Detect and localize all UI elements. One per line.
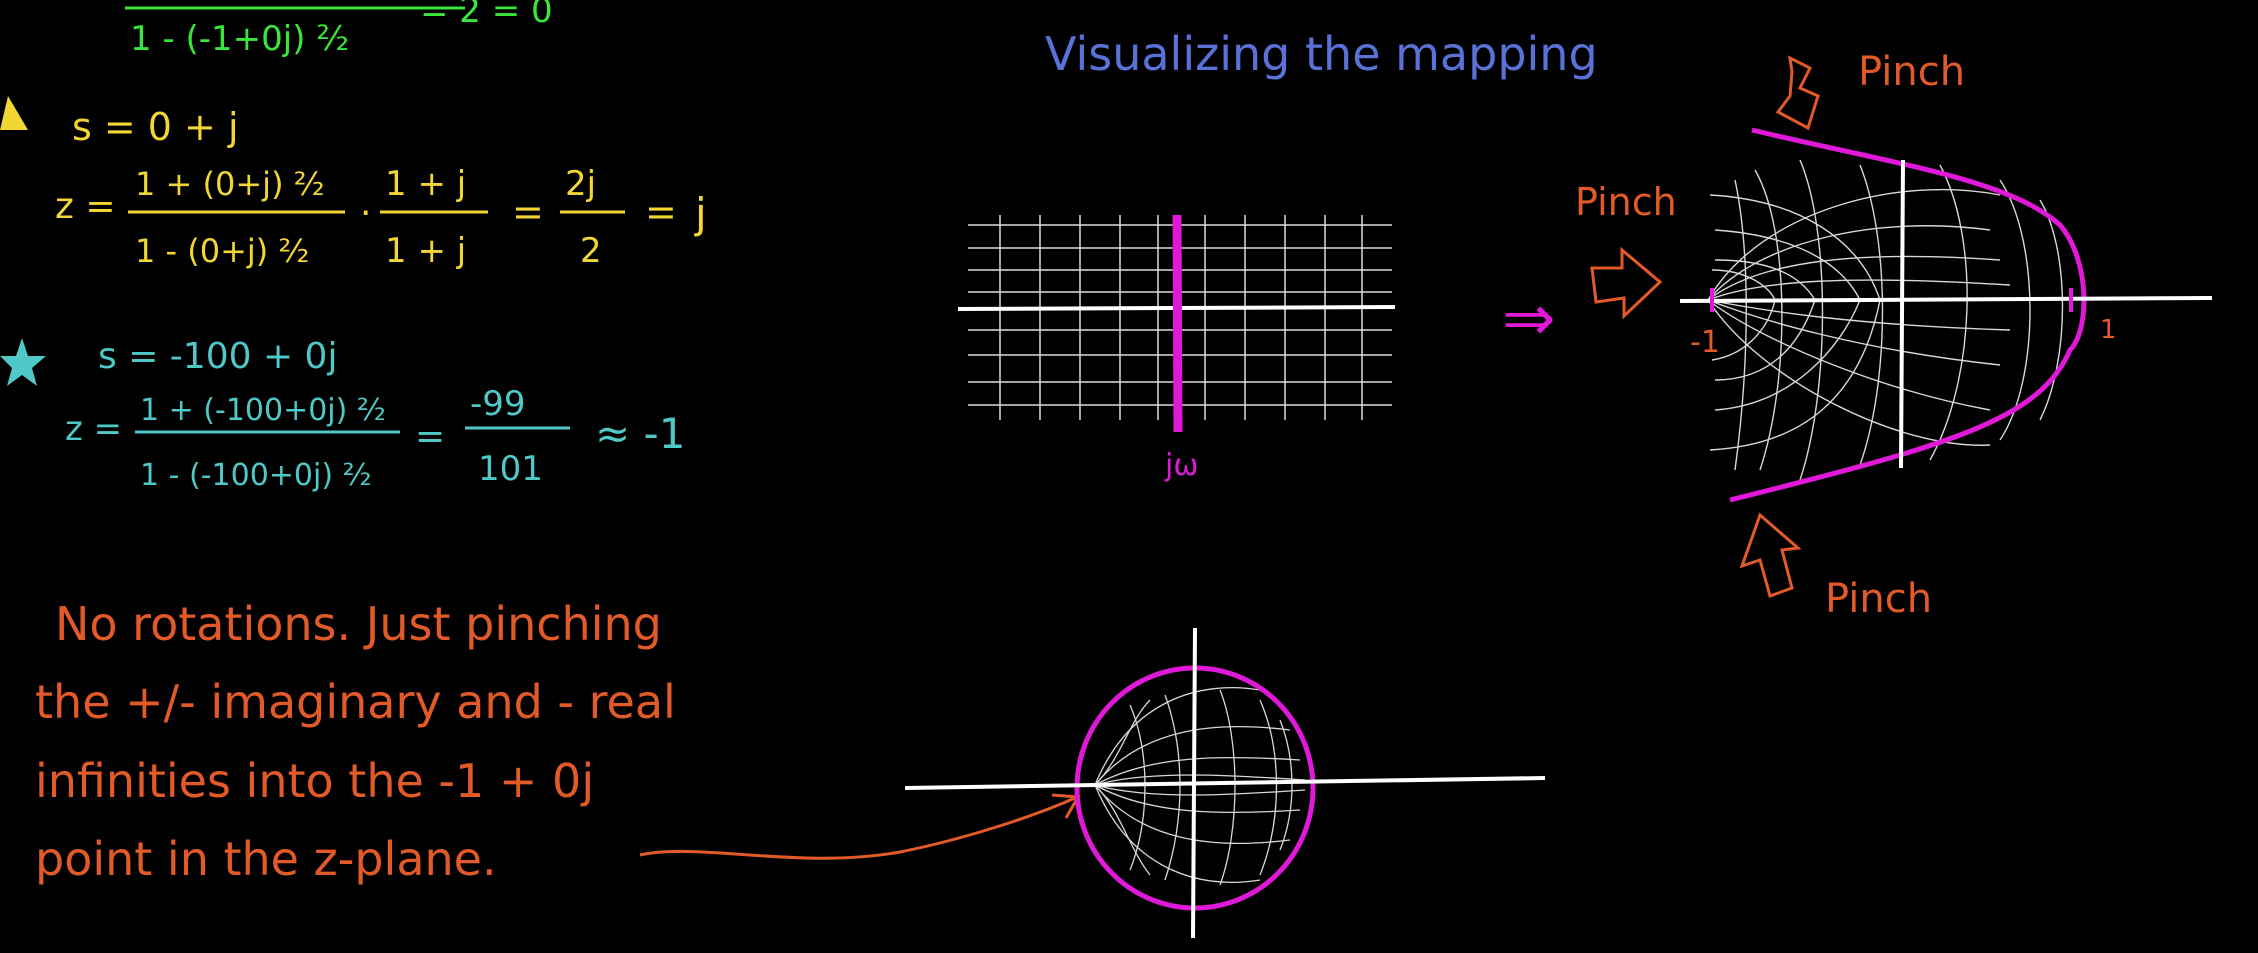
green-denominator: 1 - (-1+0j) ²⁄₂ <box>130 19 349 59</box>
pointer-arrow <box>639 796 1076 860</box>
jw-label: jω <box>1164 448 1198 483</box>
cyan-z-label: z = <box>65 409 122 449</box>
s-plane-jw-axis <box>1172 214 1183 433</box>
cyan-s-line: s = -100 + 0j <box>98 336 337 377</box>
circle-grid <box>1094 687 1306 886</box>
yellow-den2: 1 + j <box>385 231 466 271</box>
yellow-dot: · <box>360 193 371 234</box>
cyan-equation: s = -100 + 0j z = 1 + (-100+0j) ²⁄₂ 1 - … <box>0 336 685 493</box>
yellow-eq2: = <box>645 190 677 234</box>
cyan-eq1: = <box>415 416 445 457</box>
yellow-s-line: s = 0 + j <box>72 105 239 149</box>
yellow-equation: s = 0 + j z = 1 + (0+j) ²⁄₂ 1 - (0+j) ²⁄… <box>0 96 707 271</box>
implies-icon: ⇒ <box>1502 282 1556 356</box>
diagram-title: Visualizing the mapping <box>1045 27 1598 81</box>
label-minus-one: -1 <box>1690 325 1720 360</box>
star-icon <box>0 338 46 386</box>
note-line-1: No rotations. Just pinching <box>55 597 662 651</box>
pinch-grid <box>1707 159 2064 481</box>
yellow-eq1: = <box>512 190 544 234</box>
cyan-den2: 101 <box>478 449 543 489</box>
yellow-z-label: z = <box>55 186 116 227</box>
green-equation: 1 - (-1+0j) ²⁄₂ = 2 = 0 <box>125 0 553 59</box>
circle-real-axis <box>904 776 1546 790</box>
circle-imag-axis <box>1191 627 1197 939</box>
note-line-2: the +/- imaginary and - real <box>35 675 676 729</box>
pinch-real-axis <box>1679 296 2213 303</box>
yellow-den1: 1 - (0+j) ²⁄₂ <box>135 232 309 270</box>
cyan-num2: -99 <box>470 384 526 424</box>
arrow-icon <box>1590 246 1663 320</box>
arrow-icon <box>1775 55 1820 131</box>
yellow-num1: 1 + (0+j) ²⁄₂ <box>135 165 325 203</box>
cyan-num1: 1 + (-100+0j) ²⁄₂ <box>140 393 386 428</box>
circle-mapping <box>904 627 1546 939</box>
yellow-num2: 1 + j <box>385 164 466 204</box>
yellow-num3: 2j <box>565 164 596 204</box>
note-line-3: infinities into the -1 + 0j <box>35 754 594 808</box>
orange-note: No rotations. Just pinching the +/- imag… <box>35 597 676 886</box>
triangle-icon <box>0 96 28 130</box>
pinch-bottom-label: Pinch <box>1825 576 1932 622</box>
arrow-icon <box>1739 512 1802 598</box>
label-one: 1 <box>2100 315 2117 345</box>
note-line-4: point in the z-plane. <box>35 832 497 886</box>
cyan-approx: ≈ -1 <box>595 409 685 458</box>
yellow-den3: 2 <box>580 231 602 271</box>
pinch-left-label: Pinch <box>1575 180 1677 224</box>
cyan-den1: 1 - (-100+0j) ²⁄₂ <box>140 458 372 493</box>
yellow-result: j <box>694 189 707 238</box>
pinch-imag-axis <box>1899 159 1905 469</box>
pinch-mapping: -1 1 Pinch Pinch Pinch <box>1575 49 2213 622</box>
pinch-top-label: Pinch <box>1858 49 1965 95</box>
green-rhs: = 2 = 0 <box>420 0 553 31</box>
pinch-boundary <box>1729 127 2087 503</box>
